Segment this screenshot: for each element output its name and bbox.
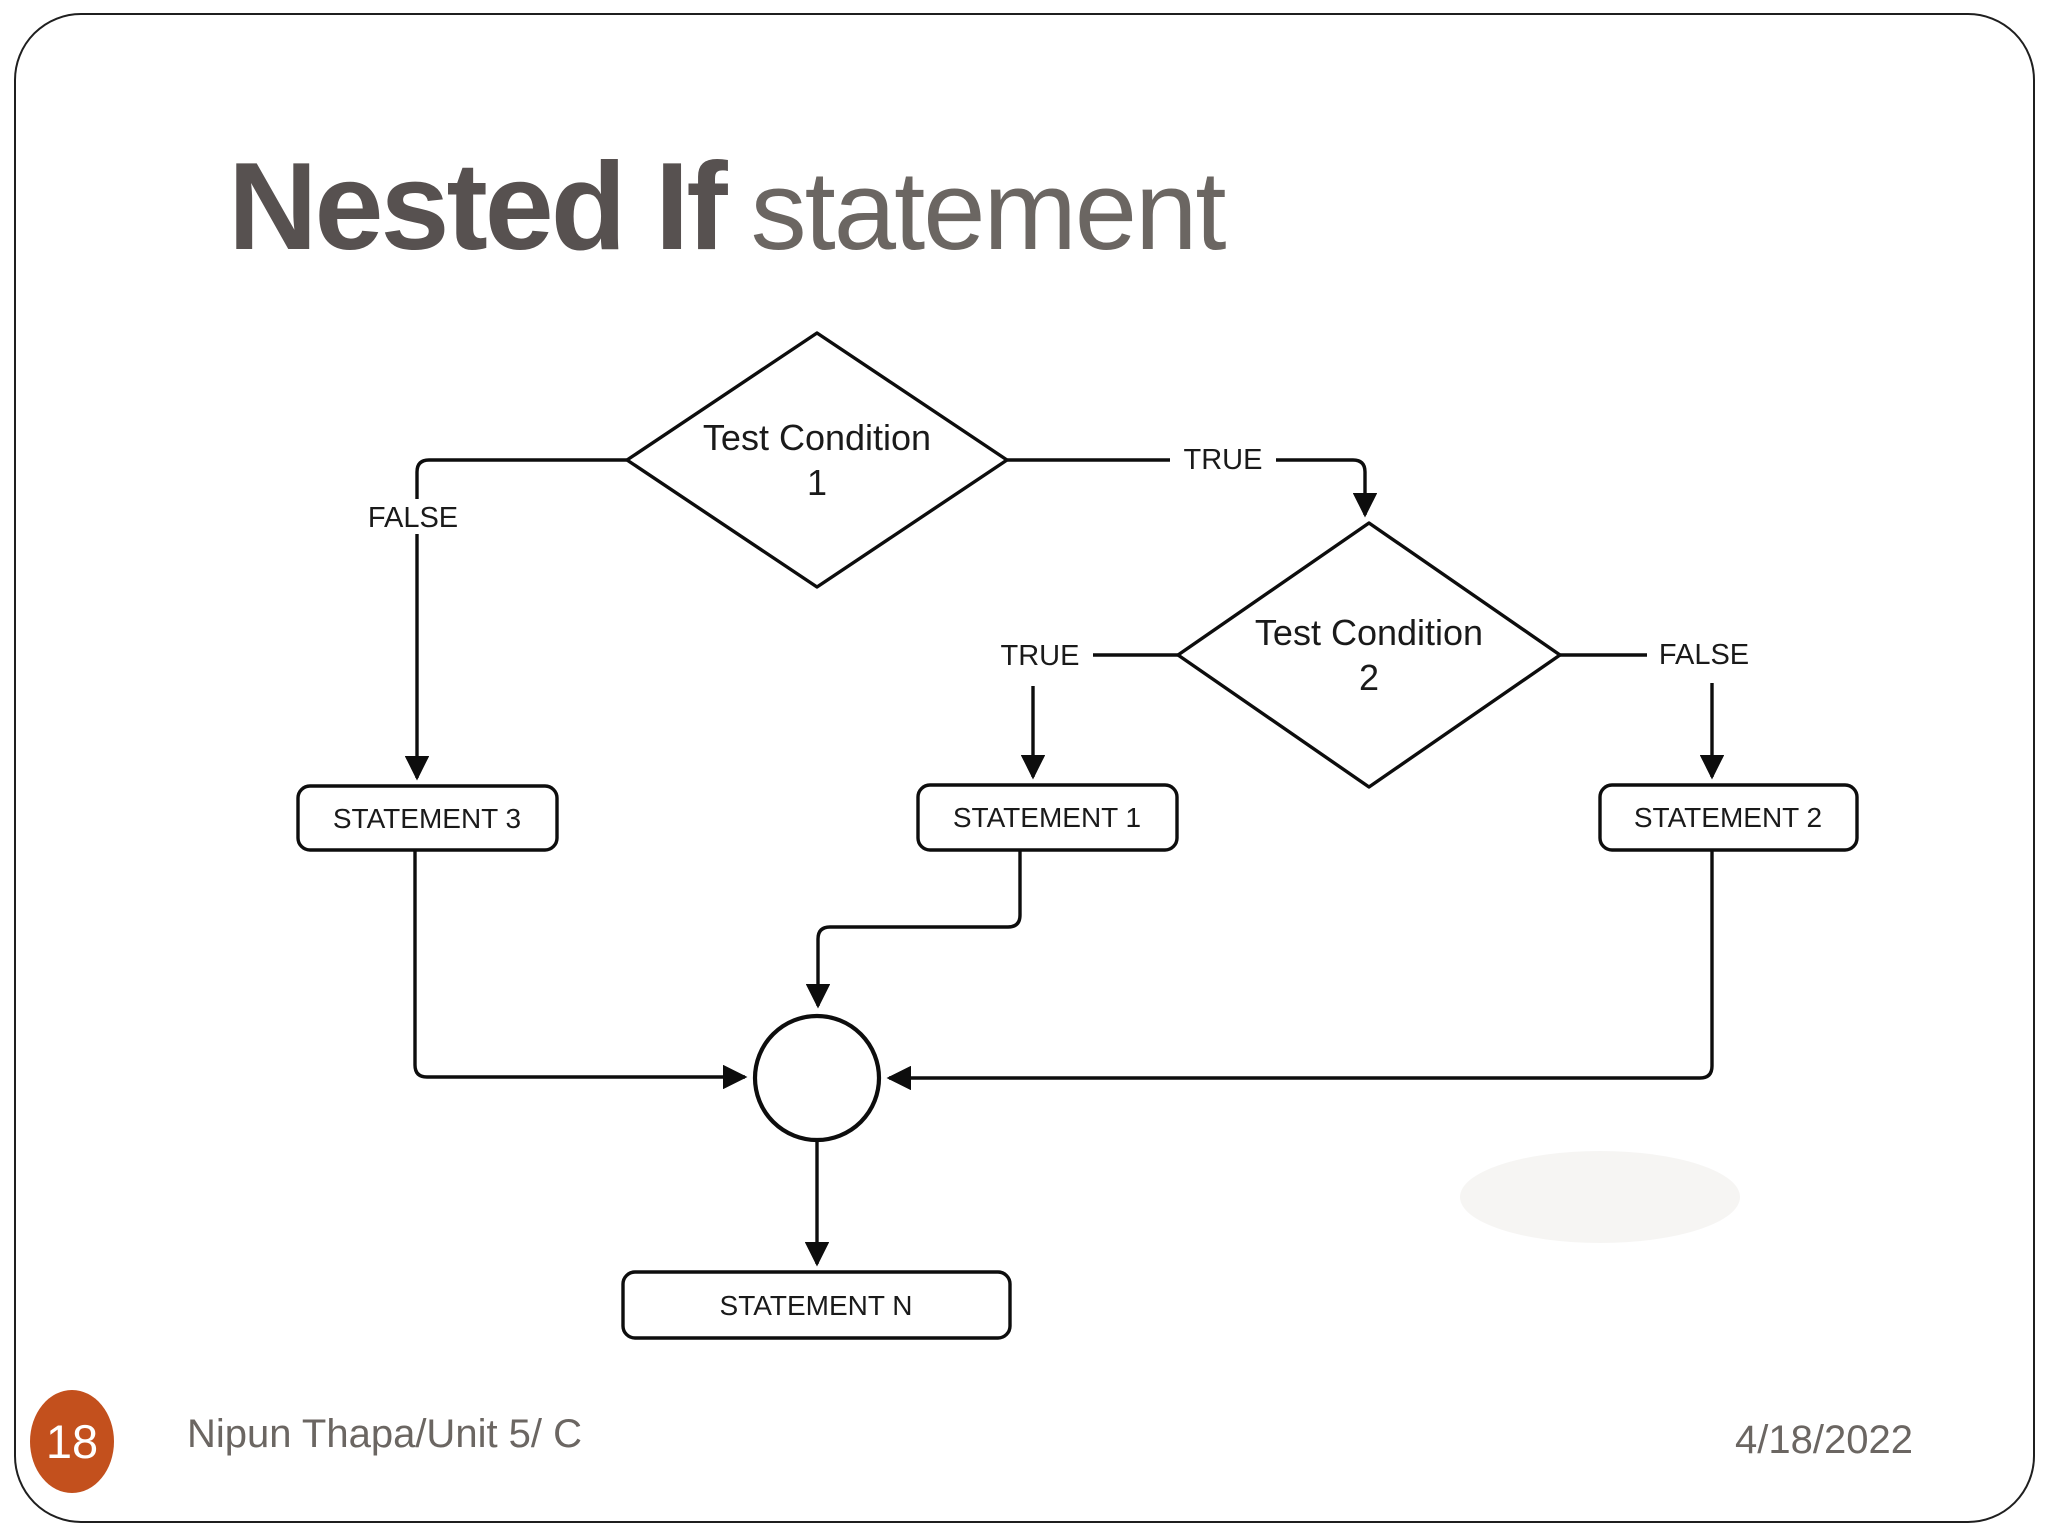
statementN-label: STATEMENT N: [720, 1290, 913, 1321]
footer-author: Nipun Thapa/Unit 5/ C: [187, 1412, 583, 1456]
connector-statement3-to-junction: [413, 850, 748, 1090]
page-number: 18: [45, 1415, 99, 1468]
condition2-false-branch-label: FALSE: [1647, 636, 1761, 671]
statementN-box: [621, 1270, 1012, 1340]
connector-statement1-to-junction: [805, 850, 1022, 1009]
condition2-diamond: [1176, 521, 1562, 789]
page-title-regular: statement: [750, 148, 1227, 273]
junction-circle: [752, 1013, 882, 1143]
condition2-label-line2: 2: [1359, 657, 1379, 698]
condition1-false-label: FALSE: [368, 502, 458, 534]
statement2-label: STATEMENT 2: [1634, 802, 1822, 833]
statement3-box: [296, 784, 559, 852]
condition2-false-label: FALSE: [1659, 639, 1749, 671]
page-title-bold: Nested If: [228, 138, 728, 276]
condition1-diamond: [625, 331, 1009, 589]
condition1-label-line1: Test Condition: [703, 417, 931, 458]
condition1-false-label-bg: [356, 499, 470, 534]
connector-condition1-false: [404, 458, 627, 781]
condition1-label-line2: 1: [807, 462, 827, 503]
condition2-false-label-bg: [1647, 636, 1761, 671]
connector-statement2-to-junction: [886, 850, 1714, 1091]
condition2-true-branch-label: TRUE: [987, 637, 1093, 672]
page-number-badge: 18: [30, 1390, 114, 1493]
condition1-true-label: TRUE: [1184, 444, 1263, 476]
slide-border: [14, 13, 2035, 1523]
condition2-true-label-bg: [987, 637, 1093, 672]
footer-date: 4/18/2022: [1735, 1418, 1913, 1462]
condition1-false-branch-label: FALSE: [356, 499, 470, 534]
statement1-label: STATEMENT 1: [953, 802, 1141, 833]
statement1-box: [916, 783, 1179, 852]
condition2-label-line1: Test Condition: [1255, 612, 1483, 653]
connector-condition1-true: [1007, 458, 1378, 518]
statement3-label: STATEMENT 3: [333, 803, 521, 834]
condition2-true-label: TRUE: [1001, 640, 1080, 672]
background-smudge: [1460, 1151, 1740, 1243]
statement2-box: [1598, 783, 1859, 852]
condition1-true-label-bg: [1170, 441, 1276, 476]
condition1-true-branch-label: TRUE: [1170, 441, 1276, 476]
